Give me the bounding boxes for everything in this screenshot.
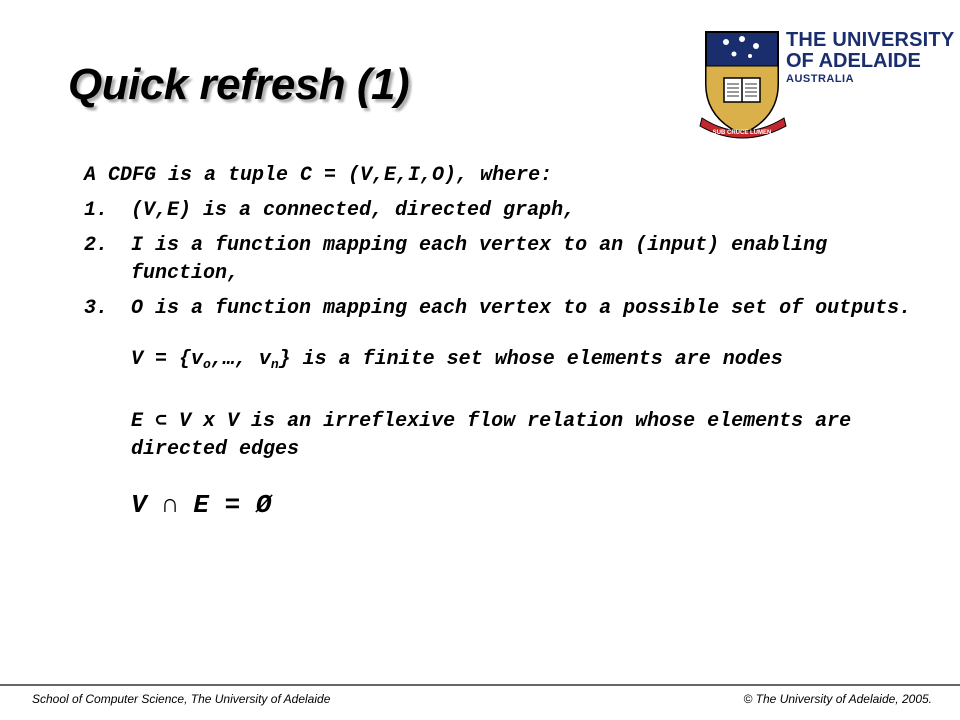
edge-relation-definition: E ⊂ V x V is an irreflexive flow relatio…: [131, 410, 852, 461]
list-text: (V,E) is a connected, directed graph,: [131, 199, 576, 222]
list-text: I is a function mapping each vertex to a…: [131, 234, 828, 285]
intersection-statement: V ∩ E = Ø: [131, 490, 272, 520]
crest-motto: SUB CRUCE LUMEN: [713, 130, 772, 136]
vertex-set-definition: V = {vo,…, vn} is a finite set whose ele…: [131, 348, 783, 372]
footer-copyright: © The University of Adelaide, 2005.: [743, 692, 933, 706]
list-item: 2. I is a function mapping each vertex t…: [84, 232, 944, 288]
slide-body: A CDFG is a tuple C = (V,E,I,O), where: …: [84, 162, 944, 521]
wordmark-line1: THE UNIVERSITY: [786, 29, 955, 51]
footer-divider: [0, 684, 960, 686]
university-crest-logo: SUB CRUCE LUMEN: [699, 31, 787, 139]
wordmark-line3: AUSTRALIA: [786, 73, 855, 85]
list-text: O is a function mapping each vertex to a…: [131, 297, 912, 320]
slide-title: Quick refresh (1): [68, 60, 410, 109]
list-number: 1.: [84, 199, 109, 222]
intro-line: A CDFG is a tuple C = (V,E,I,O), where:: [84, 162, 944, 190]
list-number: 2.: [84, 234, 109, 257]
footer-school: School of Computer Science, The Universi…: [32, 692, 331, 706]
university-wordmark: THE UNIVERSITY OF ADELAIDE AUSTRALIA: [786, 30, 954, 85]
list-number: 3.: [84, 297, 109, 320]
list-item: 3. O is a function mapping each vertex t…: [84, 295, 944, 323]
wordmark-line2: OF ADELAIDE: [786, 50, 921, 72]
intro-text: A CDFG is a tuple C = (V,E,I,O), where:: [84, 164, 553, 187]
list-item: 1. (V,E) is a connected, directed graph,: [84, 197, 944, 225]
